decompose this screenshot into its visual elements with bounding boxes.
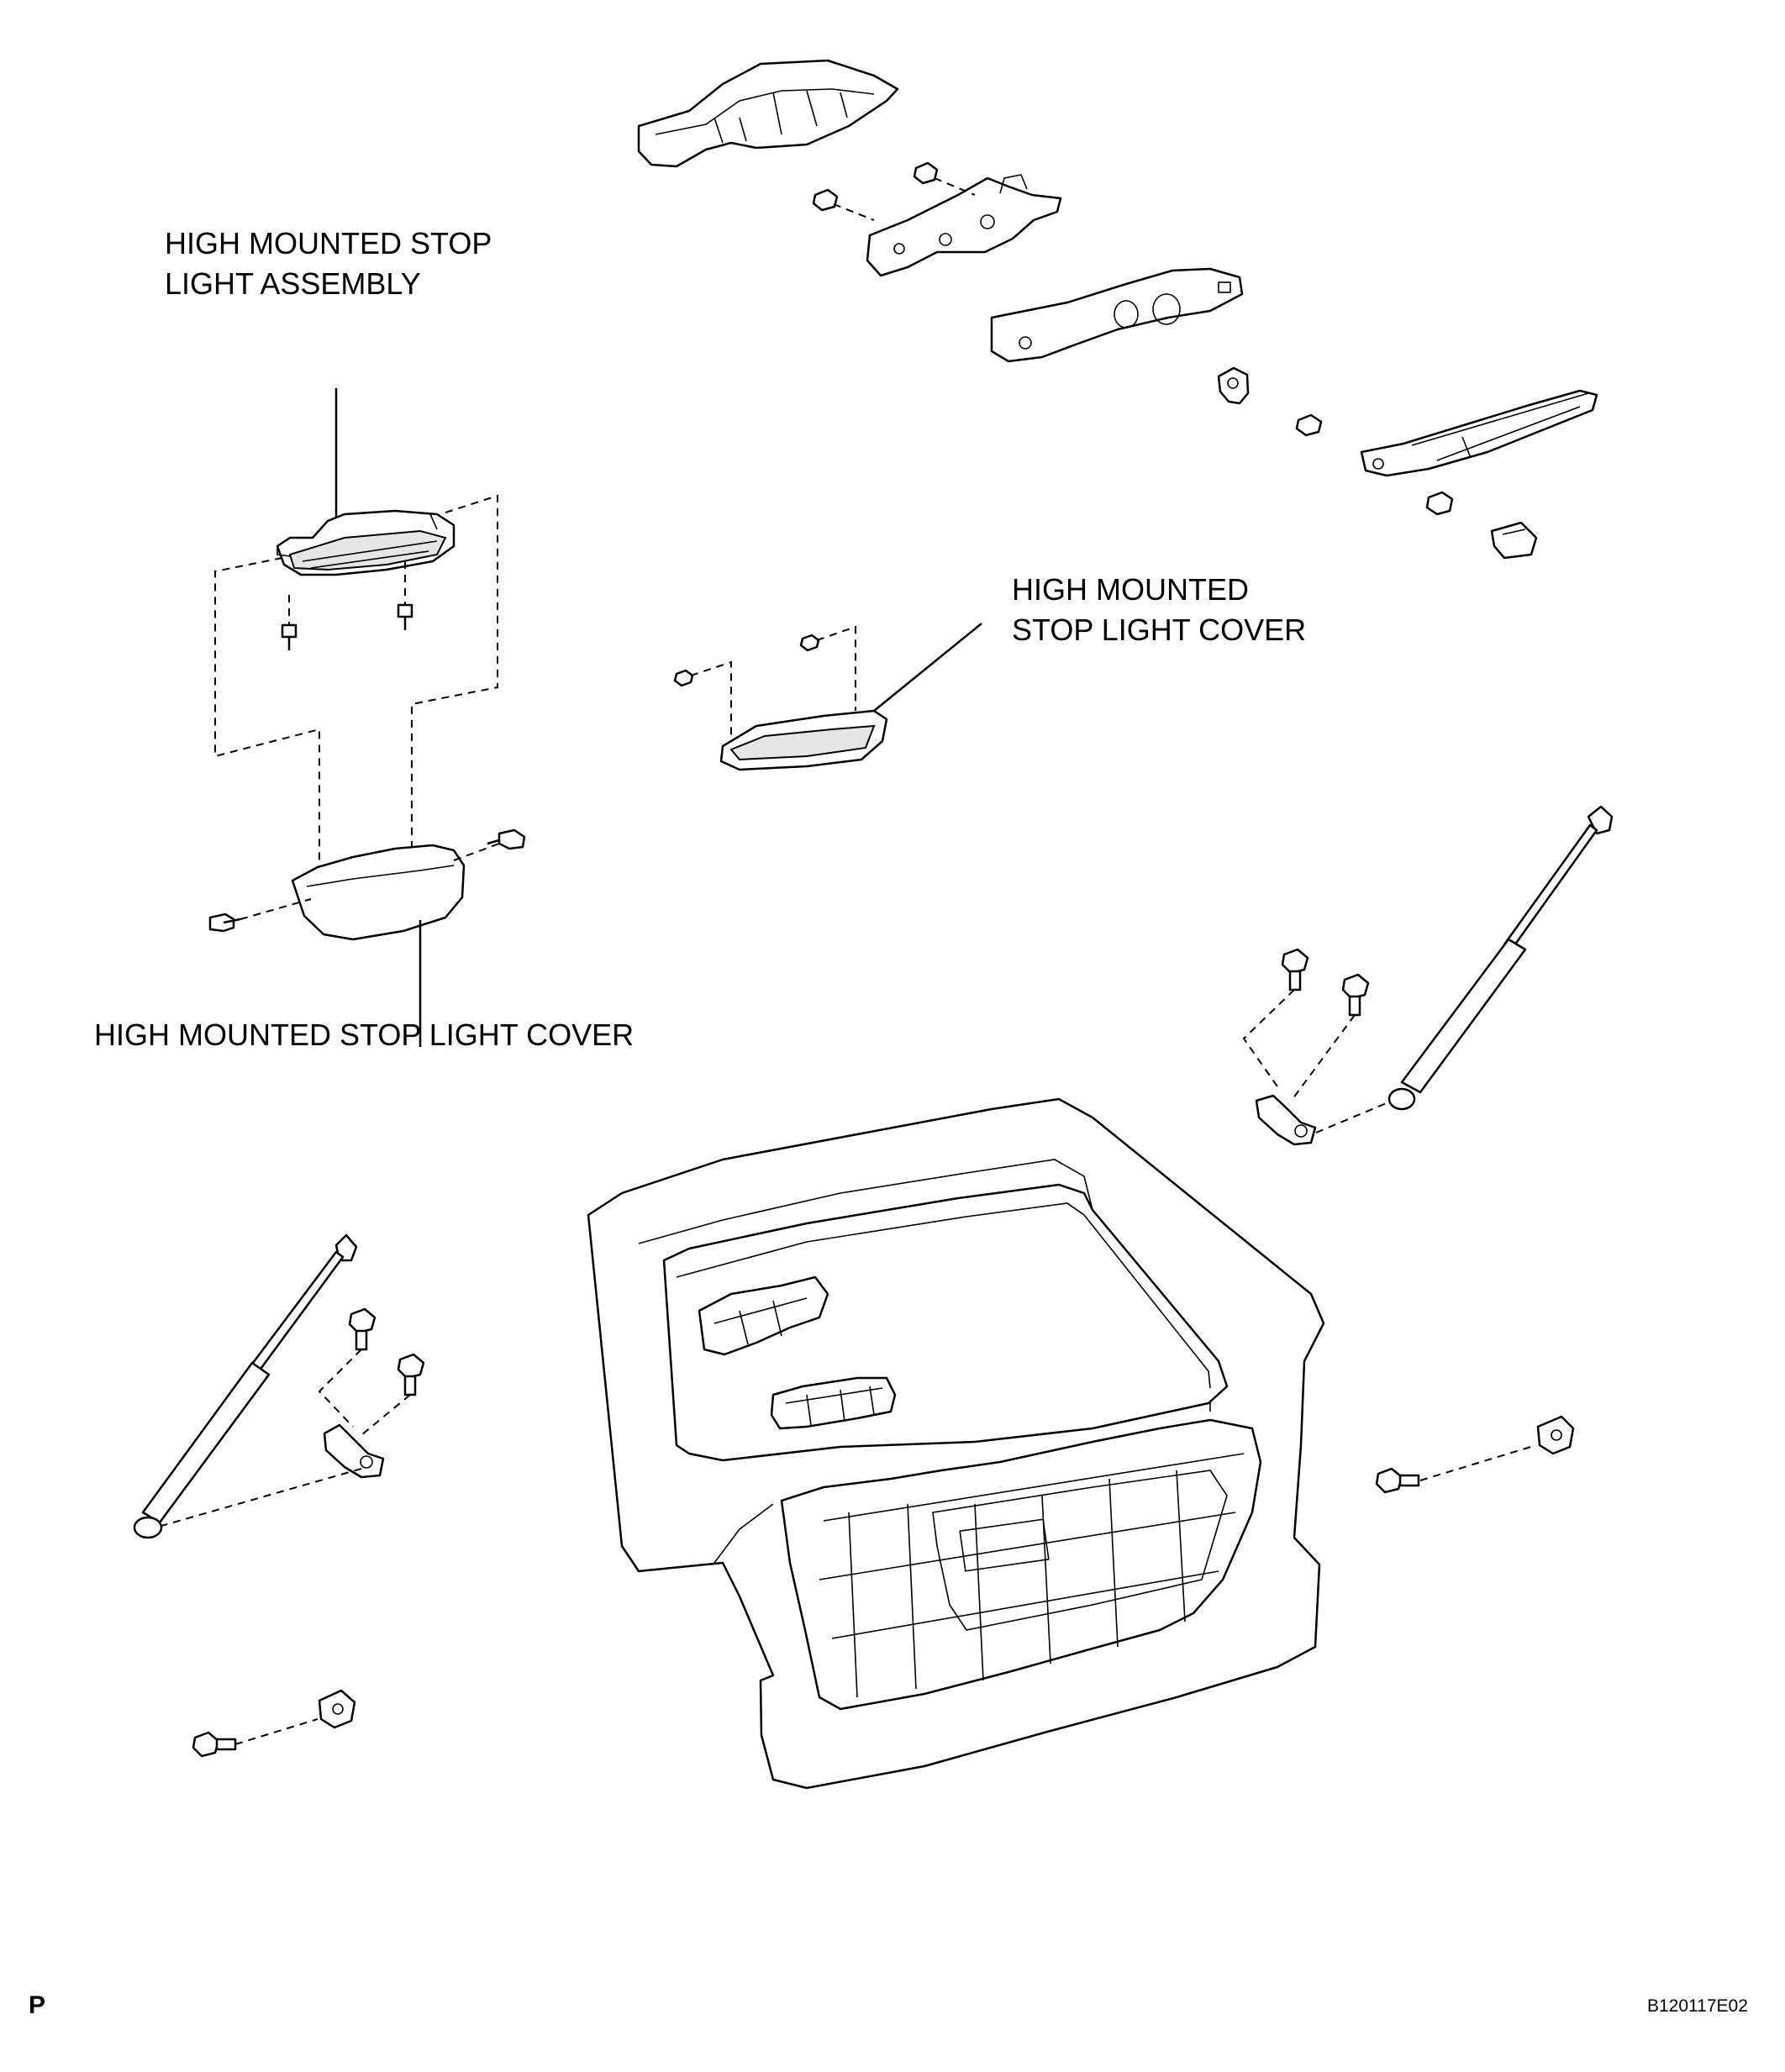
wiper-motor-cover xyxy=(990,267,1244,363)
left-back-door-damper xyxy=(133,1233,358,1539)
wiper-arm-grommet xyxy=(1217,366,1250,405)
page-mark: P xyxy=(29,1991,46,2019)
bracket-nut-left xyxy=(812,188,839,212)
left-cushion-bolt xyxy=(192,1731,237,1758)
bracket-nut-right xyxy=(913,161,939,185)
stop-light-cover-lower-part xyxy=(291,844,466,941)
stop-light-assembly xyxy=(276,509,455,576)
assembly-screw-left xyxy=(281,623,298,650)
upper-trim-bracket xyxy=(637,59,899,168)
lower-cover-clip-left xyxy=(208,912,241,933)
wiper-motor-bracket xyxy=(866,174,1062,277)
upper-cover-leader-line xyxy=(873,623,982,712)
assembly-screw-right xyxy=(397,603,413,630)
right-damper-bracket xyxy=(1255,1094,1317,1146)
figure-code: B120117E02 xyxy=(1647,1996,1748,2016)
right-back-door-damper xyxy=(1387,805,1614,1111)
label-stop-light-assembly-line2: LIGHT ASSEMBLY xyxy=(165,266,421,301)
wiper-arm-cap xyxy=(1490,521,1538,560)
stop-light-cover-upper-part xyxy=(719,709,888,771)
right-damper-bolt-upper xyxy=(1281,948,1309,991)
label-stop-light-assembly-line1: HIGH MOUNTED STOP xyxy=(165,226,492,260)
wiper-arm-nut xyxy=(1295,413,1323,437)
label-stop-light-cover-upper-line1: HIGH MOUNTED xyxy=(1012,572,1249,607)
rear-wiper-arm xyxy=(1360,389,1598,477)
right-cushion-bolt xyxy=(1375,1467,1420,1494)
upper-cover-nut-left xyxy=(673,669,694,687)
wiper-arm-lower-nut xyxy=(1425,491,1454,516)
left-cushion-grommet xyxy=(318,1689,356,1729)
upper-cover-nut-right xyxy=(799,634,820,652)
glass-inner-bracket xyxy=(698,1275,829,1356)
left-damper-bolt-lower xyxy=(397,1353,425,1396)
lower-cover-clip-right xyxy=(487,828,526,850)
left-damper-bracket xyxy=(323,1423,385,1479)
left-damper-bolt-upper xyxy=(348,1307,376,1351)
label-stop-light-cover-lower: HIGH MOUNTED STOP LIGHT COVER xyxy=(94,1018,634,1052)
right-cushion-grommet xyxy=(1536,1415,1575,1455)
back-door-trim-board xyxy=(780,1418,1262,1711)
glass-lower-bracket xyxy=(770,1376,897,1430)
right-damper-bolt-lower xyxy=(1341,973,1370,1017)
label-stop-light-cover-upper-line2: STOP LIGHT COVER xyxy=(1012,613,1307,647)
